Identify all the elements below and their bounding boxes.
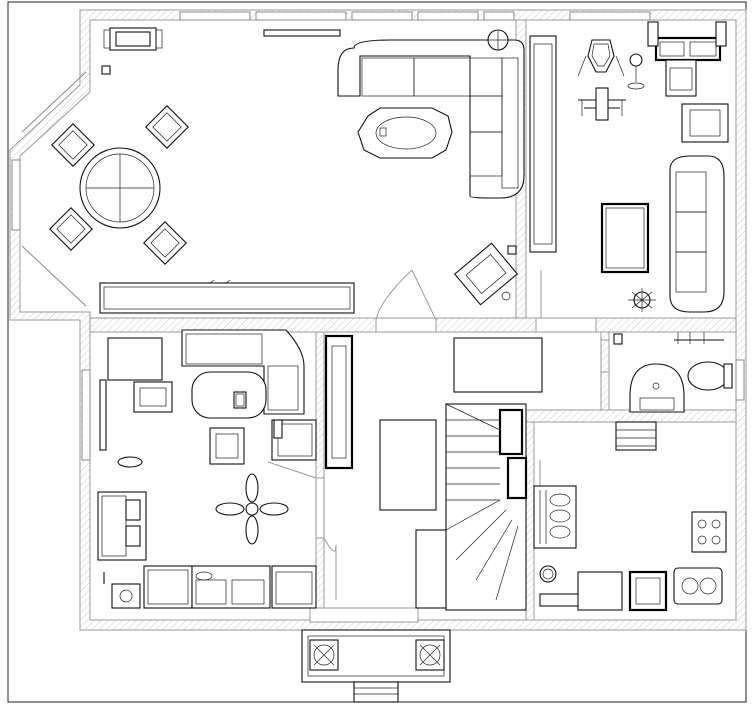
shoe-rack	[533, 485, 577, 549]
rug	[117, 456, 143, 468]
sofa	[669, 155, 725, 313]
dining-chair	[145, 105, 189, 149]
dryer	[628, 570, 668, 612]
shelf	[539, 593, 581, 607]
rocking-chair	[578, 87, 626, 121]
boiler	[673, 567, 723, 605]
armchair	[103, 27, 163, 51]
armchair	[133, 381, 173, 413]
washing-machine	[577, 571, 623, 611]
hall-table	[379, 419, 437, 511]
radiator	[99, 379, 107, 451]
windows	[11, 11, 745, 461]
staircase	[416, 403, 528, 611]
bathroom	[613, 332, 733, 413]
kitchen-dining	[97, 329, 317, 609]
dining-chair	[143, 221, 187, 265]
armchair	[681, 103, 729, 143]
desk-chair	[577, 39, 625, 77]
entrance-steps	[353, 681, 399, 703]
radiator	[263, 29, 341, 37]
living-room	[49, 27, 557, 314]
plant	[628, 288, 656, 312]
kitchen-counter	[143, 565, 317, 609]
sideboard	[99, 279, 355, 314]
planter	[309, 639, 339, 671]
wardrobe	[324, 334, 354, 470]
entrance-porch	[301, 629, 451, 703]
stove-top	[691, 511, 727, 553]
computer-desk	[647, 21, 727, 97]
sectional-sofa	[337, 39, 525, 199]
wall-clock	[539, 565, 557, 583]
armchair	[453, 242, 519, 306]
bedroom	[577, 21, 729, 313]
coffee-table	[357, 107, 453, 159]
doors	[267, 269, 610, 623]
ceiling-fan	[215, 473, 289, 545]
round-dining-table	[79, 147, 161, 229]
planter	[415, 639, 445, 671]
side-table	[101, 65, 111, 75]
side-table	[507, 245, 517, 255]
floor-lamp	[487, 29, 509, 51]
cabinet	[271, 419, 317, 461]
bedroom-table	[600, 202, 650, 274]
range	[97, 491, 147, 561]
fridge	[111, 583, 141, 609]
dining-chair	[51, 123, 95, 167]
kitchen-table	[191, 371, 267, 419]
dining-table	[107, 337, 163, 381]
towel-rail	[674, 332, 724, 344]
utility-room	[533, 421, 727, 612]
console	[453, 337, 543, 393]
switch	[613, 333, 623, 345]
sink	[629, 363, 685, 413]
exterior-walls	[9, 9, 747, 631]
toilet	[687, 361, 733, 391]
dining-chair	[49, 207, 93, 251]
bench	[615, 421, 657, 451]
chair	[209, 427, 245, 465]
table-lamp	[627, 53, 645, 90]
hall-stair	[324, 334, 543, 611]
